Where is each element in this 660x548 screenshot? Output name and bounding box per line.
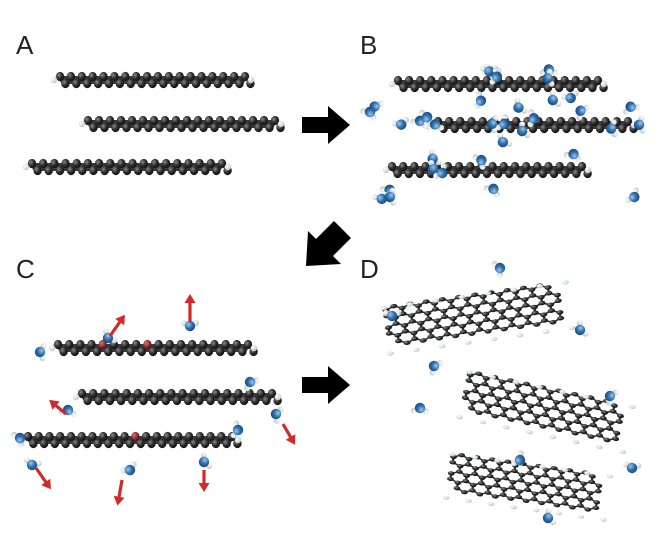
graphene-sheet-edge-on (78, 115, 285, 133)
panel-label-a: A (16, 30, 34, 60)
water-molecule (270, 406, 284, 424)
water-molecule (516, 121, 531, 139)
panel-a-stacked-sheets (22, 71, 285, 176)
panel-label-b: B (360, 30, 378, 60)
water-molecule (181, 320, 199, 332)
water-molecule (391, 117, 410, 130)
water-molecule (472, 154, 487, 170)
graphene-sheet-edge-on (382, 161, 592, 179)
water-molecule (24, 457, 42, 471)
arrow-down-left-icon (306, 221, 351, 266)
force-arrow (34, 467, 51, 490)
water-molecule (428, 360, 444, 376)
water-molecule (198, 452, 213, 469)
panel-b-water-intercalation (360, 63, 646, 206)
graphene-sheet-edge-on (50, 71, 255, 89)
water-molecule (574, 320, 589, 337)
water-molecule (561, 90, 579, 104)
water-molecule (102, 328, 118, 344)
water-molecule (623, 461, 642, 474)
water-molecule (547, 90, 562, 107)
water-molecule (513, 97, 528, 114)
water-molecule (34, 343, 47, 362)
panel-d-exfoliated-sheets (380, 260, 642, 526)
graphene-sheet-edge-on (22, 158, 232, 176)
water-molecule (383, 310, 401, 322)
graphene-sheet-edge-on (48, 339, 258, 357)
graphene-flake (443, 452, 613, 522)
graphene-flake (380, 280, 576, 356)
water-molecule (11, 431, 26, 448)
water-molecule (244, 376, 260, 392)
water-molecule (360, 106, 377, 121)
panel-c-forces-on-sheets (11, 294, 296, 506)
water-molecule (633, 115, 646, 134)
water-molecule (497, 132, 513, 148)
force-arrow (198, 470, 210, 492)
water-molecule (425, 119, 444, 131)
water-molecule (433, 163, 448, 179)
water-molecule (120, 461, 137, 476)
arrow-right-icon (302, 106, 350, 144)
graphene-sheet-edge-on (18, 431, 242, 449)
water-molecule (527, 109, 540, 128)
water-molecule (410, 402, 429, 415)
graphene-flake (456, 369, 636, 455)
water-molecule (419, 109, 433, 127)
water-molecule (491, 260, 506, 278)
force-arrow (49, 399, 68, 416)
water-molecule (542, 68, 555, 87)
water-molecule (604, 389, 619, 406)
water-molecule (473, 91, 487, 109)
water-molecule (495, 114, 510, 131)
force-arrow (108, 314, 125, 337)
water-molecule (563, 148, 582, 162)
water-molecule (625, 187, 640, 203)
water-molecule (483, 183, 501, 198)
force-arrow (113, 479, 125, 506)
water-molecule (623, 101, 641, 115)
water-molecule (605, 119, 618, 138)
force-arrow (184, 294, 196, 322)
water-molecule (489, 67, 503, 85)
panel-label-c: C (16, 254, 35, 284)
water-molecule (575, 104, 590, 121)
water-molecule (486, 115, 499, 134)
graphene-sheet-edge-on (72, 388, 282, 406)
water-molecule (511, 450, 526, 467)
water-molecule (384, 187, 397, 206)
force-arrow (281, 423, 296, 445)
arrow-right-icon (302, 366, 350, 404)
panel-label-d: D (360, 254, 379, 284)
water-molecule (542, 508, 557, 526)
water-molecule (230, 420, 244, 439)
